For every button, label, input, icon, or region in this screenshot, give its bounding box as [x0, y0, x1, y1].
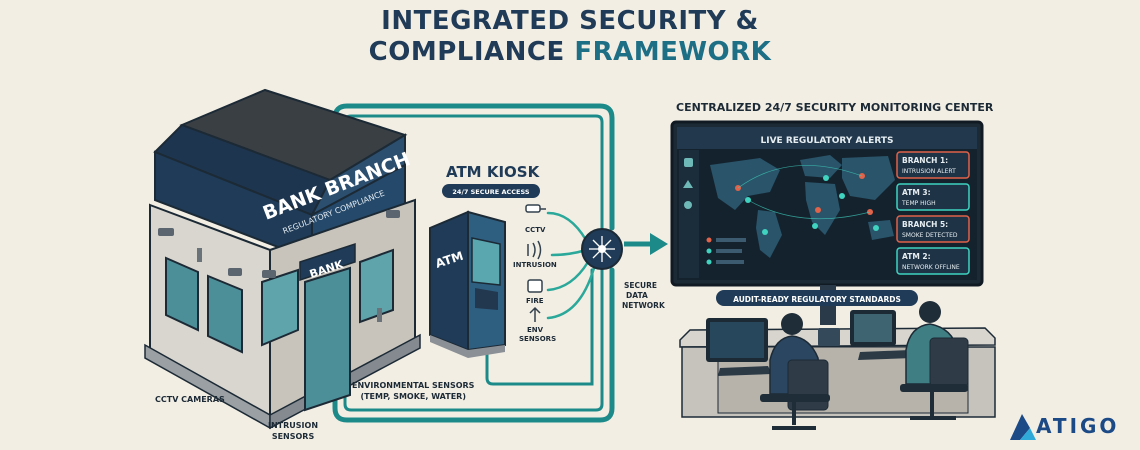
env-callout-line-2: (TEMP, SMOKE, WATER): [360, 392, 466, 401]
cctv-camera-icon: [158, 210, 400, 278]
sensor-icons: [525, 204, 546, 322]
network-label-1: SECURE: [624, 281, 657, 290]
network-label-2: DATA: [626, 291, 648, 300]
alert-detail: TEMP HIGH: [901, 200, 936, 207]
alert-title: BRANCH 1:: [902, 156, 948, 165]
alert-title: BRANCH 5:: [902, 220, 948, 229]
atm-badge-text: 24/7 SECURE ACCESS: [452, 188, 529, 196]
title-line-2b: FRAMEWORK: [574, 37, 772, 67]
intrusion-callout-line-1: INTRUSION: [268, 421, 319, 430]
environmental-sensors-callout: ENVIRONMENTAL SENSORS (TEMP, SMOKE, WATE…: [352, 380, 474, 402]
sensor-intrusion-label: INTRUSION: [513, 261, 557, 269]
alert-title: ATM 3:: [902, 188, 931, 197]
operator-desk: [679, 285, 996, 430]
alert-detail: NETWORK OFFLINE: [902, 264, 960, 271]
alert-detail: INTRUSION ALERT: [902, 168, 956, 175]
atigo-logo: [1010, 414, 1036, 440]
title-line-2a: COMPLIANCE: [368, 37, 575, 67]
intrusion-sensor-icon: [197, 248, 382, 322]
fire-sensor-icon: [527, 279, 543, 293]
standards-badge-text: AUDIT-READY REGULATORY STANDARDS: [733, 295, 901, 304]
alert-detail: SMOKE DETECTED: [902, 232, 958, 239]
standards-badge: [716, 290, 918, 306]
atm-machine: [429, 210, 506, 358]
screen-header: LIVE REGULATORY ALERTS: [761, 136, 894, 146]
atm-badge-bg: [442, 184, 540, 198]
atigo-logo-text: ATIGO: [1036, 414, 1120, 438]
alert-title: ATM 2:: [902, 252, 931, 261]
sensor-fire-label: FIRE: [526, 297, 544, 305]
sidebar-icons: [683, 158, 693, 209]
monitoring-center-title: CENTRALIZED 24/7 SECURITY MONITORING CEN…: [676, 101, 994, 114]
cctv-sensor-icon: [525, 204, 546, 213]
cctv-cameras-callout: CCTV CAMERAS: [155, 395, 225, 404]
monitoring-screen: [670, 120, 984, 287]
operator-right: [900, 301, 969, 420]
alert-dots-teal: [745, 175, 879, 235]
network-label-3: NETWORK: [622, 301, 666, 310]
operator-left: [760, 313, 830, 430]
alert-panels: [896, 151, 970, 275]
atm-kiosk-title: ATM KIOSK: [446, 163, 540, 181]
sensor-cctv-label: CCTV: [525, 226, 546, 234]
env-sensor-icon: [529, 306, 541, 322]
arrow-right-icon: [624, 233, 668, 255]
page-title: INTEGRATED SECURITY & COMPLIANCE FRAMEWO…: [0, 6, 1140, 68]
intrusion-sensors-callout: INTRUSION SENSORS: [268, 420, 318, 442]
sensor-env-label-1: ENV: [527, 326, 544, 334]
mini-list: [706, 237, 746, 265]
intrusion-callout-line-2: SENSORS: [271, 432, 315, 441]
bank-branch-building: [144, 88, 421, 430]
env-callout-line-1: ENVIRONMENTAL SENSORS: [352, 381, 475, 390]
sensor-env-label-2: SENSORS: [519, 335, 556, 343]
alert-list: BRANCH 1: INTRUSION ALERT ATM 3: TEMP HI…: [901, 156, 960, 271]
network-hub-icon: [581, 228, 623, 270]
title-line-2: COMPLIANCE FRAMEWORK: [0, 37, 1140, 68]
title-line-1: INTEGRATED SECURITY &: [381, 6, 759, 36]
intrusion-wave-icon: [527, 240, 542, 260]
